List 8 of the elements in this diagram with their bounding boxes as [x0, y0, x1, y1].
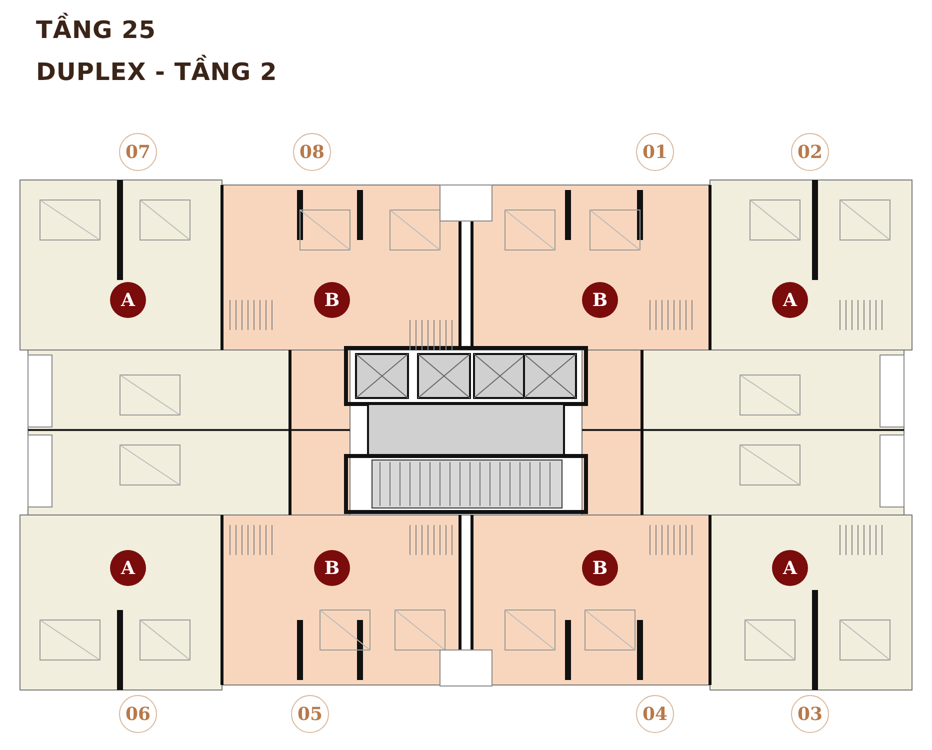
unit-number: 06	[119, 695, 157, 733]
unit-number: 08	[293, 133, 331, 171]
unit-number: 02	[791, 133, 829, 171]
unit-number: 07	[119, 133, 157, 171]
unit-number: 04	[636, 695, 674, 733]
unit-number: 01	[636, 133, 674, 171]
unit-number: 05	[291, 695, 329, 733]
unit-number: 03	[791, 695, 829, 733]
